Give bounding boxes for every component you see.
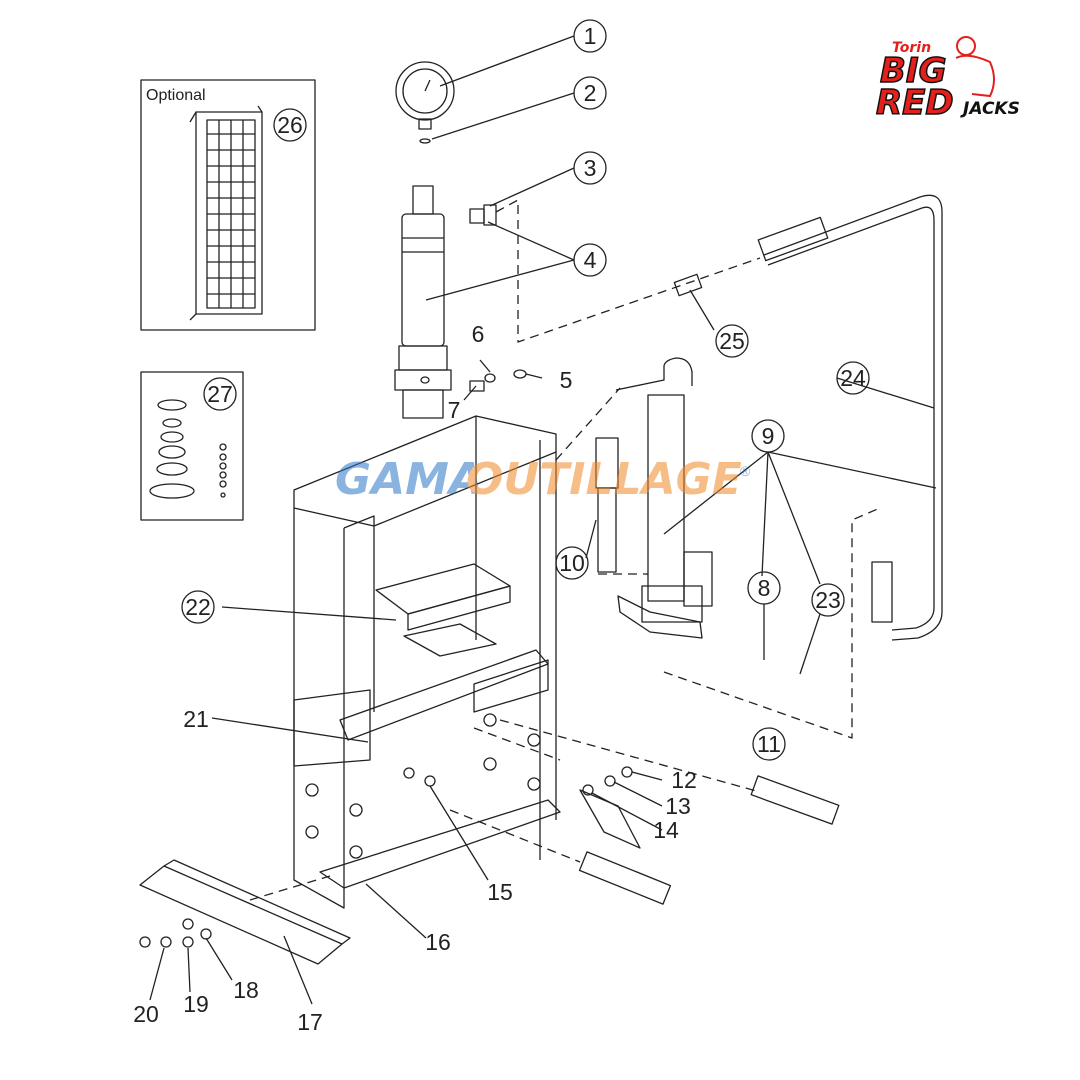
base-bar bbox=[578, 789, 672, 905]
watermark-mark: ® bbox=[740, 463, 751, 479]
ram-cylinder bbox=[394, 185, 452, 419]
callout-circles bbox=[181, 19, 870, 761]
hydraulic-hose bbox=[757, 194, 943, 641]
callout-3: 3 bbox=[584, 155, 597, 181]
callout-20: 20 bbox=[133, 1001, 159, 1027]
watermark: GAMA OUTILLAGE ® bbox=[335, 454, 751, 505]
callout-12: 12 bbox=[671, 767, 697, 793]
callout-23: 23 bbox=[815, 587, 841, 613]
assembly-dash-lines bbox=[249, 199, 881, 901]
callout-27: 27 bbox=[207, 381, 233, 407]
pressure-gauge bbox=[395, 61, 455, 144]
optional-guard-box bbox=[140, 79, 316, 331]
labels: Optional 1 2 3 4 25 24 26 27 9 8 10 23 2… bbox=[133, 23, 866, 1035]
callout-5: 5 bbox=[560, 367, 573, 393]
callout-16: 16 bbox=[425, 929, 451, 955]
logo-line1: BIG bbox=[880, 51, 946, 91]
bolt-set-lower bbox=[139, 766, 633, 948]
hose-fitting bbox=[469, 204, 497, 226]
callout-7: 7 bbox=[448, 397, 461, 423]
callout-leaders bbox=[149, 35, 937, 1005]
callout-24: 24 bbox=[840, 365, 866, 391]
callout-4: 4 bbox=[584, 247, 597, 273]
callout-21: 21 bbox=[183, 706, 209, 732]
hand-pump bbox=[595, 357, 713, 639]
callout-15: 15 bbox=[487, 879, 513, 905]
callout-13: 13 bbox=[665, 793, 691, 819]
callout-1: 1 bbox=[584, 23, 597, 49]
optional-label: Optional bbox=[146, 87, 206, 104]
callout-26: 26 bbox=[277, 112, 303, 138]
callout-18: 18 bbox=[233, 977, 259, 1003]
logo-line2: RED bbox=[876, 83, 954, 123]
callout-6: 6 bbox=[472, 321, 485, 347]
base-foot bbox=[139, 859, 351, 965]
callout-25: 25 bbox=[719, 328, 745, 354]
press-frame bbox=[293, 415, 561, 909]
callout-8: 8 bbox=[758, 575, 771, 601]
callout-10: 10 bbox=[559, 550, 585, 576]
callout-17: 17 bbox=[297, 1009, 323, 1035]
callout-19: 19 bbox=[183, 991, 209, 1017]
brand-logo: Torin BIG RED JACKS bbox=[875, 36, 1020, 124]
callout-14: 14 bbox=[653, 817, 679, 843]
pump-handle-bar bbox=[750, 775, 840, 825]
bolt-washer-set bbox=[469, 369, 527, 392]
watermark-part1: GAMA bbox=[335, 454, 483, 505]
safety-guard-grid bbox=[189, 105, 263, 321]
callout-9: 9 bbox=[762, 423, 775, 449]
logo-line3: JACKS bbox=[960, 99, 1020, 119]
seal-kit-box bbox=[140, 371, 244, 521]
callout-11: 11 bbox=[757, 731, 781, 757]
logo-brand: Torin bbox=[892, 40, 931, 56]
strongman-icon bbox=[955, 36, 995, 98]
callout-2: 2 bbox=[584, 80, 597, 106]
watermark-part2: OUTILLAGE bbox=[466, 454, 742, 505]
callout-22: 22 bbox=[185, 594, 211, 620]
adapter-fitting-25 bbox=[673, 273, 703, 297]
